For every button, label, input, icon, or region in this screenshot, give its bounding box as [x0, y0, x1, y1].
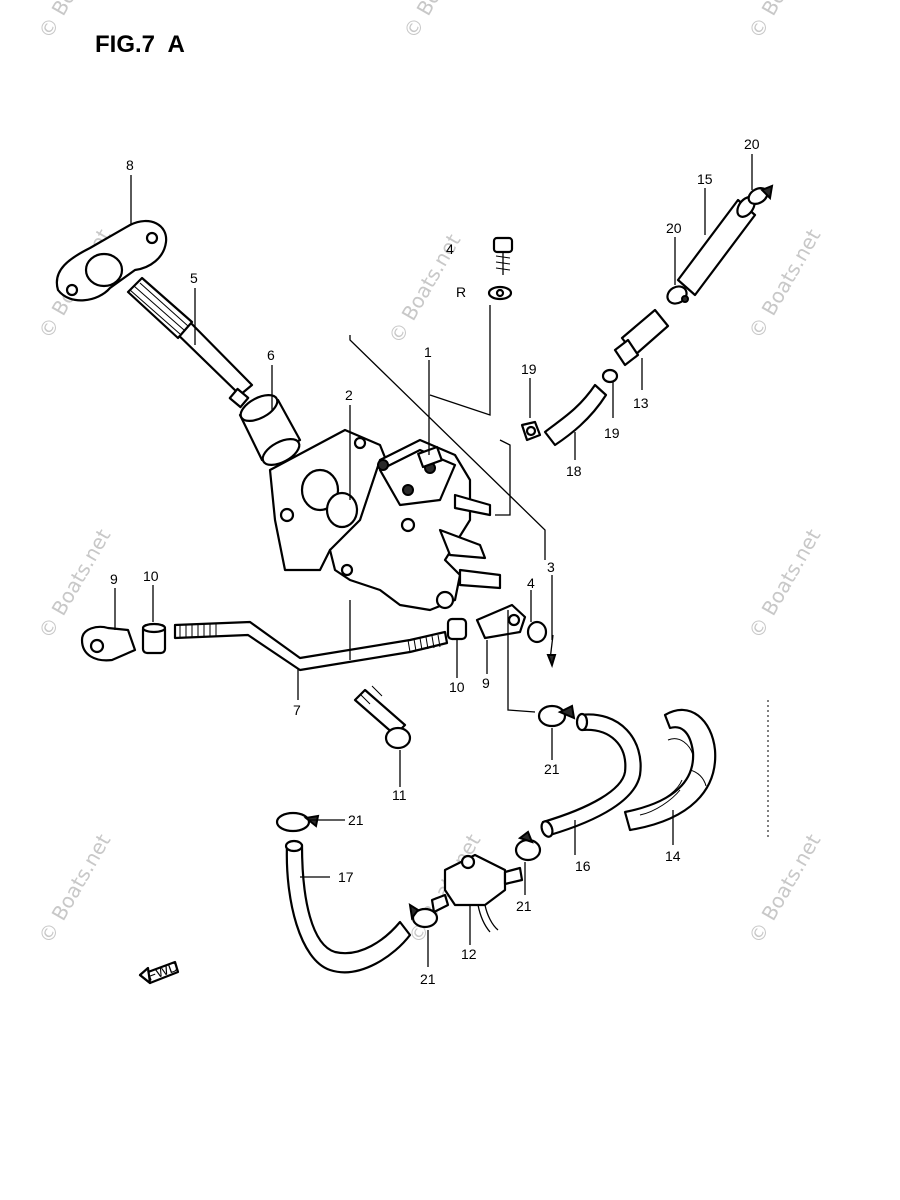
callout-21-right-upper: 21: [544, 761, 560, 777]
callout-13: 13: [633, 395, 649, 411]
callout-4-upper: 4: [446, 241, 454, 257]
part-washer-upper-hole: [495, 288, 505, 298]
callout-10-left: 10: [143, 568, 159, 584]
part-fitting-13: [613, 308, 670, 367]
part-clamp-19-left: [520, 420, 542, 442]
part-clip-right: [475, 603, 527, 640]
part-clamp-20-mid: [666, 285, 689, 305]
callout-1: 1: [424, 344, 432, 360]
figure-title: FIG.7 A: [95, 31, 185, 58]
part-hose-16: [540, 712, 642, 838]
callout-R: R: [456, 284, 466, 300]
part-bolt-upper: [492, 236, 514, 275]
part-clip-left: [80, 625, 137, 662]
callout-11: 11: [392, 787, 407, 803]
watermark: © Boats.net: [744, 525, 826, 643]
callout-2: 2: [345, 387, 353, 403]
part-nut-left: [141, 622, 167, 655]
part-shaft: [126, 276, 254, 409]
watermark: © Boats.net: [744, 225, 826, 343]
callout-3: 3: [547, 559, 555, 575]
callout-12: 12: [461, 946, 477, 962]
watermark: © Boats.net: [34, 525, 116, 643]
part-clamp-21-left-bottom: [408, 902, 439, 929]
callout-16: 16: [575, 858, 591, 874]
leader-lines: [114, 154, 769, 967]
direction-label: FWD: [145, 958, 180, 984]
callout-15: 15: [697, 171, 713, 187]
part-clamp-20-top: [747, 184, 774, 205]
callout-10-right: 10: [449, 679, 465, 695]
part-bolt-lower: [353, 685, 412, 750]
callout-21-left-bottom: 21: [420, 971, 436, 987]
watermark: © Boats.net: [744, 0, 826, 43]
callout-19-right: 19: [604, 425, 620, 441]
callout-17: 17: [338, 869, 354, 885]
callout-21-right-lower: 21: [516, 898, 532, 914]
part-nut-right: [446, 617, 468, 641]
callout-9-right: 9: [482, 675, 490, 691]
part-hose-15: [676, 196, 757, 297]
callout-4-lower: 4: [527, 575, 535, 591]
callout-20-top: 20: [744, 136, 760, 152]
callout-14: 14: [665, 848, 681, 864]
part-clamp-21-right-lower: [514, 830, 542, 862]
callout-6: 6: [267, 347, 275, 363]
part-rod: [173, 620, 449, 672]
callout-8: 8: [126, 157, 134, 173]
callout-18: 18: [566, 463, 582, 479]
callout-19-left: 19: [521, 361, 537, 377]
part-gasket: [55, 219, 168, 302]
part-o-ring: [325, 491, 359, 529]
part-hose-18: [543, 383, 608, 447]
part-fuel-filter: [430, 853, 524, 933]
part-clamp-21-left-top: [275, 811, 320, 833]
callout-9-left: 9: [110, 571, 118, 587]
watermark: © Boats.net: [744, 830, 826, 948]
part-washer-right: [526, 620, 548, 644]
part-hose-17: [284, 839, 412, 974]
watermark: © Boats.net: [399, 0, 481, 43]
part-sleeve: [238, 394, 302, 466]
part-hose-14: [623, 708, 717, 832]
part-clamp-21-right-upper: [537, 704, 576, 728]
part-pump-body: [328, 438, 502, 612]
watermark: © Boats.net: [34, 830, 116, 948]
part-clamp-19-right: [601, 368, 619, 384]
direction-arrow: FWD: [138, 958, 180, 985]
callout-5: 5: [190, 270, 198, 286]
callout-labels: 8 5 6 2 1 4 R 19 18 19 13 20 15 20 3 4 9…: [110, 136, 760, 987]
callout-7: 7: [293, 702, 301, 718]
callout-21-left-top: 21: [348, 812, 364, 828]
callout-20-mid: 20: [666, 220, 682, 236]
